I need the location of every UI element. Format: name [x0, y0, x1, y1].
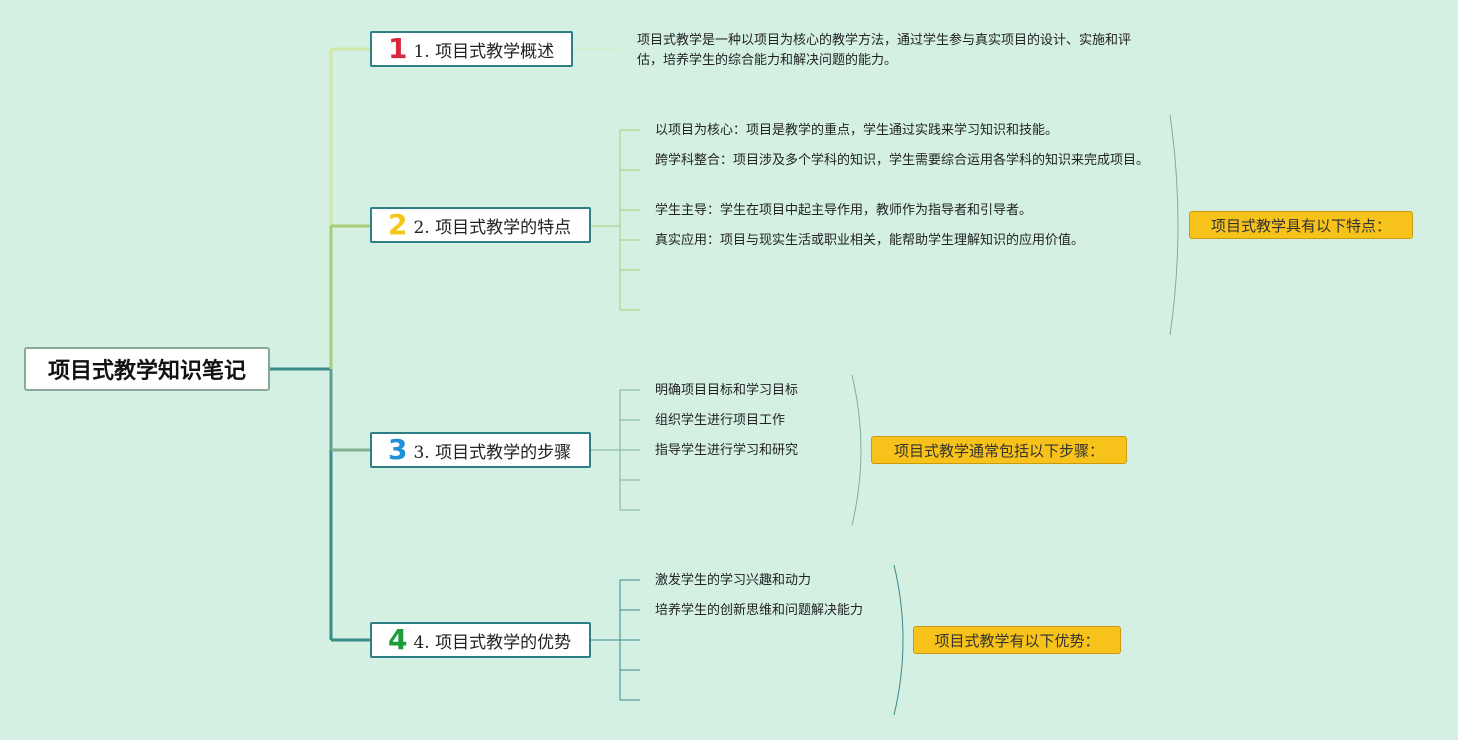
steps-summary[interactable]: 项目式教学通常包括以下步骤：: [871, 436, 1127, 464]
feature-item[interactable]: 以项目为核心：项目是教学的重点，学生通过实践来学习知识和技能。: [655, 123, 1059, 138]
topic-label: 3. 项目式教学的步骤: [413, 442, 572, 463]
root-topic[interactable]: 项目式教学知识笔记: [24, 347, 270, 391]
topic-features[interactable]: 2 2. 项目式教学的特点: [370, 207, 591, 243]
step-item[interactable]: 指导学生进行学习和研究: [655, 443, 799, 458]
number-2-icon: 2: [388, 208, 408, 241]
feature-item[interactable]: 真实应用：项目与现实生活或职业相关，能帮助学生理解知识的应用价值。: [655, 233, 1085, 248]
advantages-summary[interactable]: 项目式教学有以下优势：: [913, 626, 1121, 654]
overview-note[interactable]: 项目式教学是一种以项目为核心的教学方法，通过学生参与真实项目的设计、实施和评估，…: [637, 33, 1132, 68]
topic-advantages[interactable]: 4 4. 项目式教学的优势: [370, 622, 591, 658]
topic-overview[interactable]: 1 1. 项目式教学概述: [370, 31, 573, 67]
number-4-icon: 4: [388, 623, 408, 656]
number-3-icon: 3: [388, 433, 408, 466]
topic-label: 2. 项目式教学的特点: [413, 217, 572, 238]
topic-label: 1. 项目式教学概述: [413, 41, 555, 62]
step-item[interactable]: 明确项目目标和学习目标: [655, 383, 799, 398]
root-title: 项目式教学知识笔记: [47, 359, 246, 384]
feature-item[interactable]: 学生主导：学生在项目中起主导作用，教师作为指导者和引导者。: [655, 203, 1033, 218]
feature-item[interactable]: 跨学科整合：项目涉及多个学科的知识，学生需要综合运用各学科的知识来完成项目。: [655, 153, 1150, 168]
features-summary[interactable]: 项目式教学具有以下特点：: [1189, 211, 1413, 239]
advantage-item[interactable]: 培养学生的创新思维和问题解决能力: [655, 603, 864, 618]
step-item[interactable]: 组织学生进行项目工作: [655, 413, 786, 428]
advantage-item[interactable]: 激发学生的学习兴趣和动力: [655, 573, 812, 588]
topic-label: 4. 项目式教学的优势: [413, 632, 572, 653]
number-1-icon: 1: [388, 32, 408, 65]
topic-steps[interactable]: 3 3. 项目式教学的步骤: [370, 432, 591, 468]
